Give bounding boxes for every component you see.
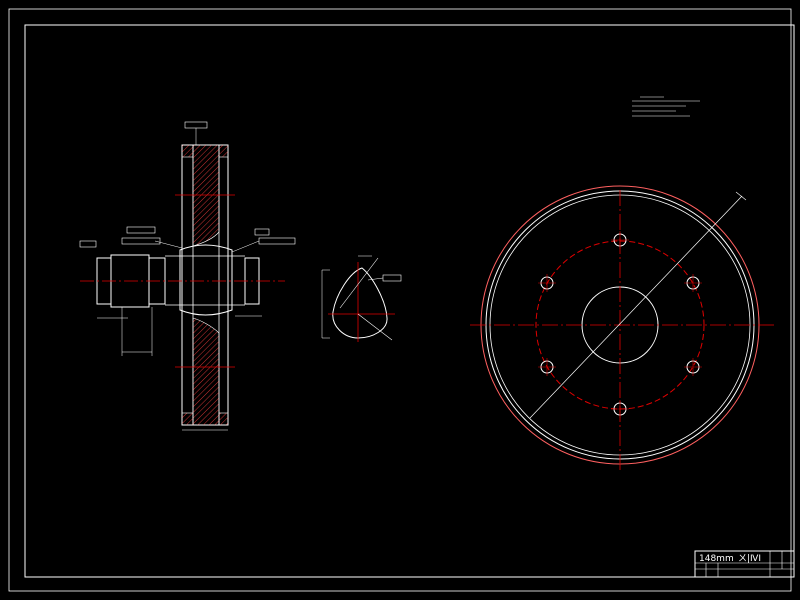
title-block: 148mm ㄨ|ⅣI [694, 550, 795, 578]
rim-hatch-top-edge [181, 144, 194, 158]
tolerance-frame-mid2 [121, 237, 161, 245]
gear-section-view [79, 121, 296, 431]
diameter-arrow-tick [735, 191, 747, 201]
rim-hatch-bottom-edge [181, 412, 194, 426]
diameter-dimension-line [529, 195, 743, 419]
inner-frame [24, 24, 795, 578]
outer-border [8, 8, 792, 592]
rim-hatch-bottom-edge-right [218, 412, 229, 426]
title-block-frame [694, 550, 795, 578]
tolerance-frame-left [79, 240, 97, 248]
cam-tolerance-leader [367, 277, 384, 281]
hub-outline [179, 244, 233, 316]
cam-profile-view [321, 255, 402, 342]
tolerance-frame-right1 [254, 228, 270, 236]
drawing-title-text: ㄨ|ⅣI [738, 554, 761, 564]
drawing-code-text: 148mm [699, 554, 734, 564]
rim-hatch-bottom [192, 317, 220, 426]
leader-mid [154, 240, 183, 249]
cam-dim-left [321, 269, 330, 339]
rim-hatch-top-edge-right [218, 144, 229, 158]
leader-right [231, 240, 260, 253]
cam-radius-leader [339, 257, 379, 309]
tolerance-frame-mid1 [126, 226, 156, 234]
rim-hatch-top [192, 144, 220, 247]
cam-radius-leader2 [357, 313, 393, 341]
gear-front-view [470, 185, 775, 470]
technical-notes [632, 96, 700, 117]
